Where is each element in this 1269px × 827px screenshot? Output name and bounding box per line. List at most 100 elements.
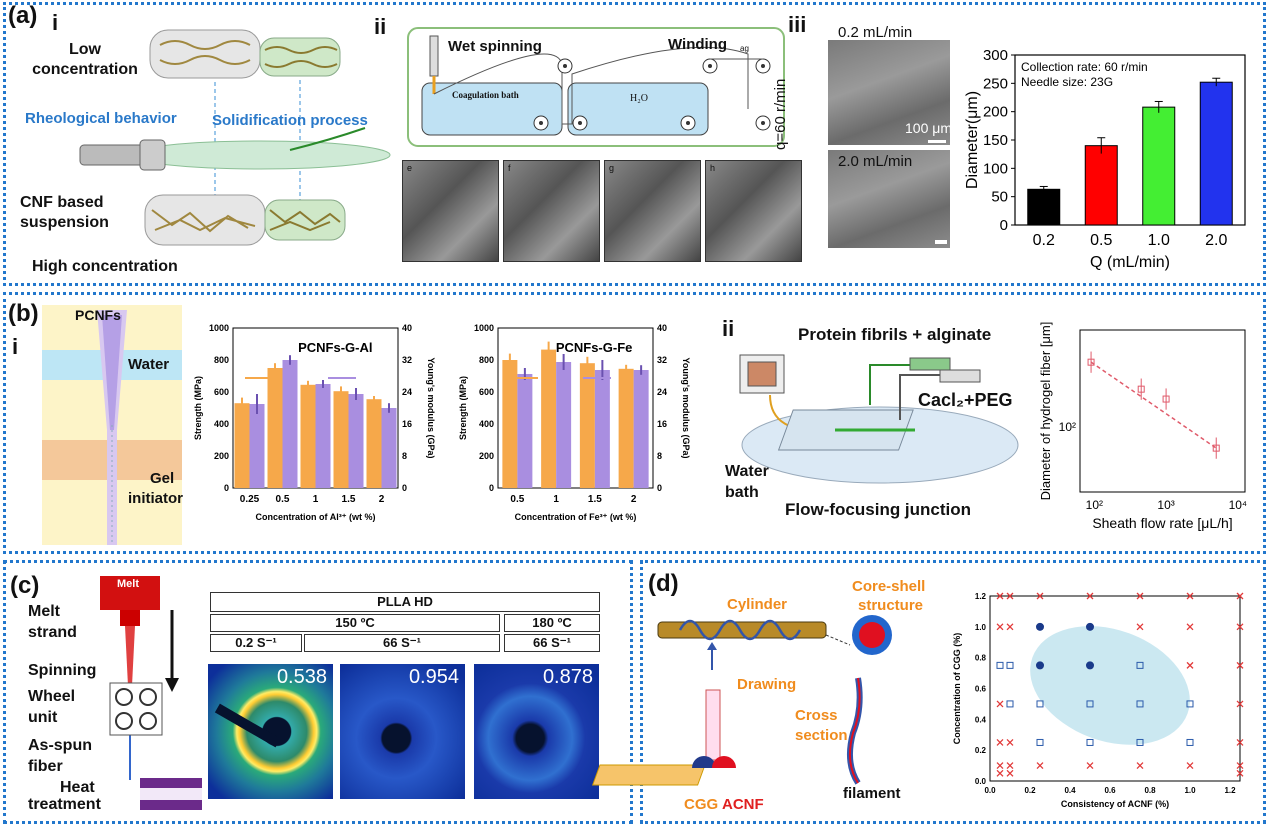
y-tick-label: 100 bbox=[983, 160, 1008, 177]
marker-fail bbox=[1006, 762, 1014, 770]
sem-image-f: f bbox=[503, 160, 600, 262]
marker-fail bbox=[1006, 623, 1014, 631]
coagulation-bath-label: Coagulation bath bbox=[452, 90, 519, 100]
y-tick-label: 1.0 bbox=[975, 623, 987, 632]
xrd-pattern-2: 0.954 bbox=[340, 664, 465, 799]
wheel-unit-label-2: unit bbox=[28, 709, 58, 726]
y-axis-label: Diameter of hydrogel fiber [μm] bbox=[1038, 322, 1053, 501]
marker-fail bbox=[1006, 738, 1014, 746]
rate-1: 0.2 S⁻¹ bbox=[210, 634, 302, 652]
x-axis-label: Sheath flow rate [μL/h] bbox=[1092, 515, 1232, 531]
x-tick-label: 0.2 bbox=[1033, 232, 1055, 249]
marker-success bbox=[1036, 622, 1044, 631]
cylinder-label: Cylinder bbox=[727, 596, 788, 613]
temp-180: 180 ºC bbox=[504, 614, 600, 632]
modulus-bar bbox=[348, 394, 364, 488]
y2-tick-label: 32 bbox=[402, 355, 412, 365]
chart-annotation: Collection rate: 60 r/min bbox=[1021, 60, 1148, 74]
marker-fail bbox=[996, 592, 1004, 600]
marker-partial bbox=[1136, 700, 1144, 708]
plot-frame bbox=[1079, 329, 1246, 493]
marker-fail bbox=[1136, 762, 1144, 770]
marker-partial bbox=[1186, 700, 1194, 708]
marker-fail bbox=[1186, 661, 1194, 669]
high-concentration-label: High concentration bbox=[32, 258, 178, 275]
y-tick-label: 1000 bbox=[209, 323, 229, 333]
panel-a-i-label: i bbox=[52, 10, 59, 35]
modulus-bar bbox=[594, 370, 610, 488]
y-tick-label: 600 bbox=[214, 387, 229, 397]
winding-label: Winding bbox=[668, 36, 728, 53]
panel-a-i-illustration bbox=[79, 29, 391, 246]
plot-frame bbox=[497, 327, 654, 489]
rate-2: 66 S⁻¹ bbox=[304, 634, 500, 652]
cacl2-peg-label: Cacl₂+PEG bbox=[918, 390, 1013, 410]
marker-partial bbox=[1136, 661, 1144, 669]
as-spun-label-2: fiber bbox=[28, 758, 63, 775]
y2-tick-label: 8 bbox=[657, 451, 662, 461]
y-tick-label: 400 bbox=[214, 419, 229, 429]
q-label: q=60 r/min bbox=[772, 78, 789, 150]
marker-success bbox=[1036, 661, 1044, 670]
x-tick-label: 0.6 bbox=[1104, 786, 1116, 795]
panel-b-i-label: i bbox=[12, 334, 19, 359]
y2-tick-label: 0 bbox=[402, 483, 407, 493]
panel-c bbox=[3, 560, 633, 824]
x-tick-label: 0.4 bbox=[1064, 786, 1076, 795]
bar bbox=[1142, 106, 1176, 226]
y2-tick-label: 24 bbox=[657, 387, 667, 397]
y-tick-label: 600 bbox=[479, 387, 494, 397]
panel-b bbox=[3, 292, 1266, 554]
y-tick-label: 10² bbox=[1059, 420, 1076, 434]
sem-label-h: h bbox=[710, 163, 716, 173]
water-bath-label-1: Water bbox=[725, 463, 769, 480]
x-tick-label: 10³ bbox=[1157, 498, 1174, 512]
x-tick-label: 0.2 bbox=[1024, 786, 1036, 795]
scale-bar bbox=[928, 140, 946, 143]
marker-fail bbox=[1236, 623, 1244, 631]
marker-fail bbox=[1036, 592, 1044, 600]
water-label: Water bbox=[128, 356, 170, 373]
y-tick-label: 0.8 bbox=[975, 654, 987, 663]
x-tick-label: 1.5 bbox=[342, 494, 356, 505]
strength-bar bbox=[579, 363, 595, 488]
y-tick-label: 0.4 bbox=[975, 715, 987, 724]
core-shell-label-2: structure bbox=[858, 597, 924, 614]
y-tick-label: 250 bbox=[983, 75, 1008, 92]
y-axis-label: Strength (MPa) bbox=[458, 376, 468, 440]
marker-fail bbox=[996, 769, 1004, 777]
marker-fail bbox=[996, 762, 1004, 770]
y-axis-label: Diameter(μm) bbox=[964, 91, 981, 189]
y-axis-label: Concentration of CGG (%) bbox=[952, 633, 962, 745]
marker-fail bbox=[1036, 762, 1044, 770]
scale-bar-label: 100 μm bbox=[905, 120, 952, 136]
x-axis-label: Concentration of Fe³⁺ (wt %) bbox=[515, 512, 637, 522]
x-tick-label: 10² bbox=[1086, 498, 1103, 512]
x-tick-label: 0.5 bbox=[1090, 232, 1112, 249]
chart-annotation: Needle size: 23G bbox=[1021, 75, 1113, 89]
microfluidic-device bbox=[739, 354, 1019, 484]
x-tick-label: 1 bbox=[313, 494, 319, 505]
pcnfs-label: PCNFs bbox=[75, 307, 121, 323]
y-tick-label: 200 bbox=[479, 451, 494, 461]
marker-fail bbox=[1006, 592, 1014, 600]
y2-tick-label: 24 bbox=[402, 387, 412, 397]
modulus-bar bbox=[249, 404, 265, 488]
strength-bar bbox=[541, 349, 557, 488]
x-axis-label: Concentration of Al³⁺ (wt %) bbox=[256, 512, 376, 522]
x-tick-label: 1.0 bbox=[1184, 786, 1196, 795]
bar bbox=[1027, 188, 1061, 226]
strength-bar bbox=[333, 391, 349, 488]
marker-fail bbox=[1236, 700, 1244, 708]
x-axis-label: Q (mL/min) bbox=[1090, 254, 1170, 271]
panel-a-ii-label: ii bbox=[374, 14, 387, 39]
rheological-behavior-label: Rheological behavior bbox=[25, 110, 177, 127]
x-tick-label: 0.5 bbox=[510, 494, 524, 505]
cgg-label: CGG bbox=[684, 796, 719, 813]
y-tick-label: 0 bbox=[224, 483, 229, 493]
x-tick-label: 1.0 bbox=[1148, 232, 1170, 249]
y2-tick-label: 40 bbox=[657, 323, 667, 333]
